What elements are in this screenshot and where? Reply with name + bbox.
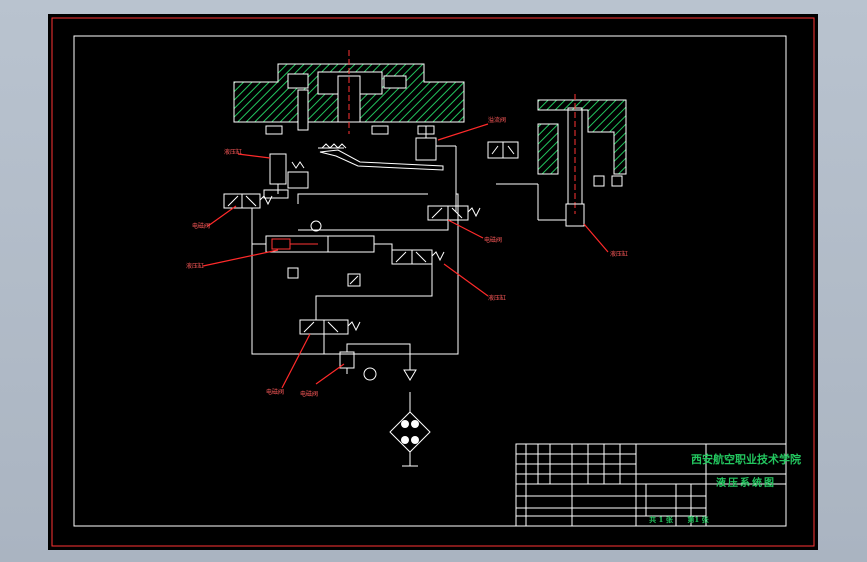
callout-5: 液压缸 — [488, 294, 506, 302]
sheet-total: 共 1 张 — [649, 515, 674, 524]
sheet-frame — [51, 17, 815, 547]
pressure-switch — [287, 267, 299, 279]
cad-viewport[interactable]: 液压缸 电磁阀 液压缸 电磁阀 液压缸 电磁阀 电磁阀 溢流阀 液压缸 西安航空… — [48, 14, 818, 550]
solenoid-valve-2 — [427, 205, 481, 221]
institution-name: 西安航空职业技术学院 — [691, 452, 801, 466]
callout-4: 电磁阀 — [484, 236, 502, 244]
relief-valve — [339, 351, 355, 374]
spring-cylinder — [263, 153, 309, 199]
callout-1: 液压缸 — [224, 148, 242, 156]
detail-view — [496, 94, 627, 227]
hydraulic-schematic: 液压缸 电磁阀 液压缸 电磁阀 液压缸 电磁阀 电磁阀 溢流阀 液压缸 西安航空… — [51, 17, 815, 547]
solenoid-valve-3 — [347, 249, 445, 287]
lever-arm — [318, 143, 444, 171]
callout-8: 溢流阀 — [488, 116, 506, 124]
sheet-number: 第1 张 — [687, 515, 709, 524]
drawing-name: 液压系统图 — [716, 476, 776, 489]
clamp-cylinder — [415, 126, 457, 212]
filter — [389, 392, 431, 467]
solenoid-valve-1 — [223, 193, 273, 209]
title-block — [515, 443, 787, 527]
callout-9: 液压缸 — [610, 250, 628, 258]
pilot-valve — [487, 141, 519, 159]
callout-2: 电磁阀 — [192, 222, 210, 230]
callout-labels: 液压缸 电磁阀 液压缸 电磁阀 液压缸 电磁阀 电磁阀 溢流阀 液压缸 — [186, 116, 628, 398]
callout-leaders — [202, 123, 609, 389]
piping — [251, 184, 459, 355]
callout-6: 电磁阀 — [266, 388, 284, 396]
drawing-border — [73, 35, 787, 527]
fixture-body — [233, 50, 465, 135]
callout-7: 电磁阀 — [300, 390, 318, 398]
callout-3: 液压缸 — [186, 262, 204, 270]
pump — [363, 354, 417, 381]
solenoid-valve-4 — [299, 319, 361, 335]
main-cylinder — [265, 220, 375, 253]
